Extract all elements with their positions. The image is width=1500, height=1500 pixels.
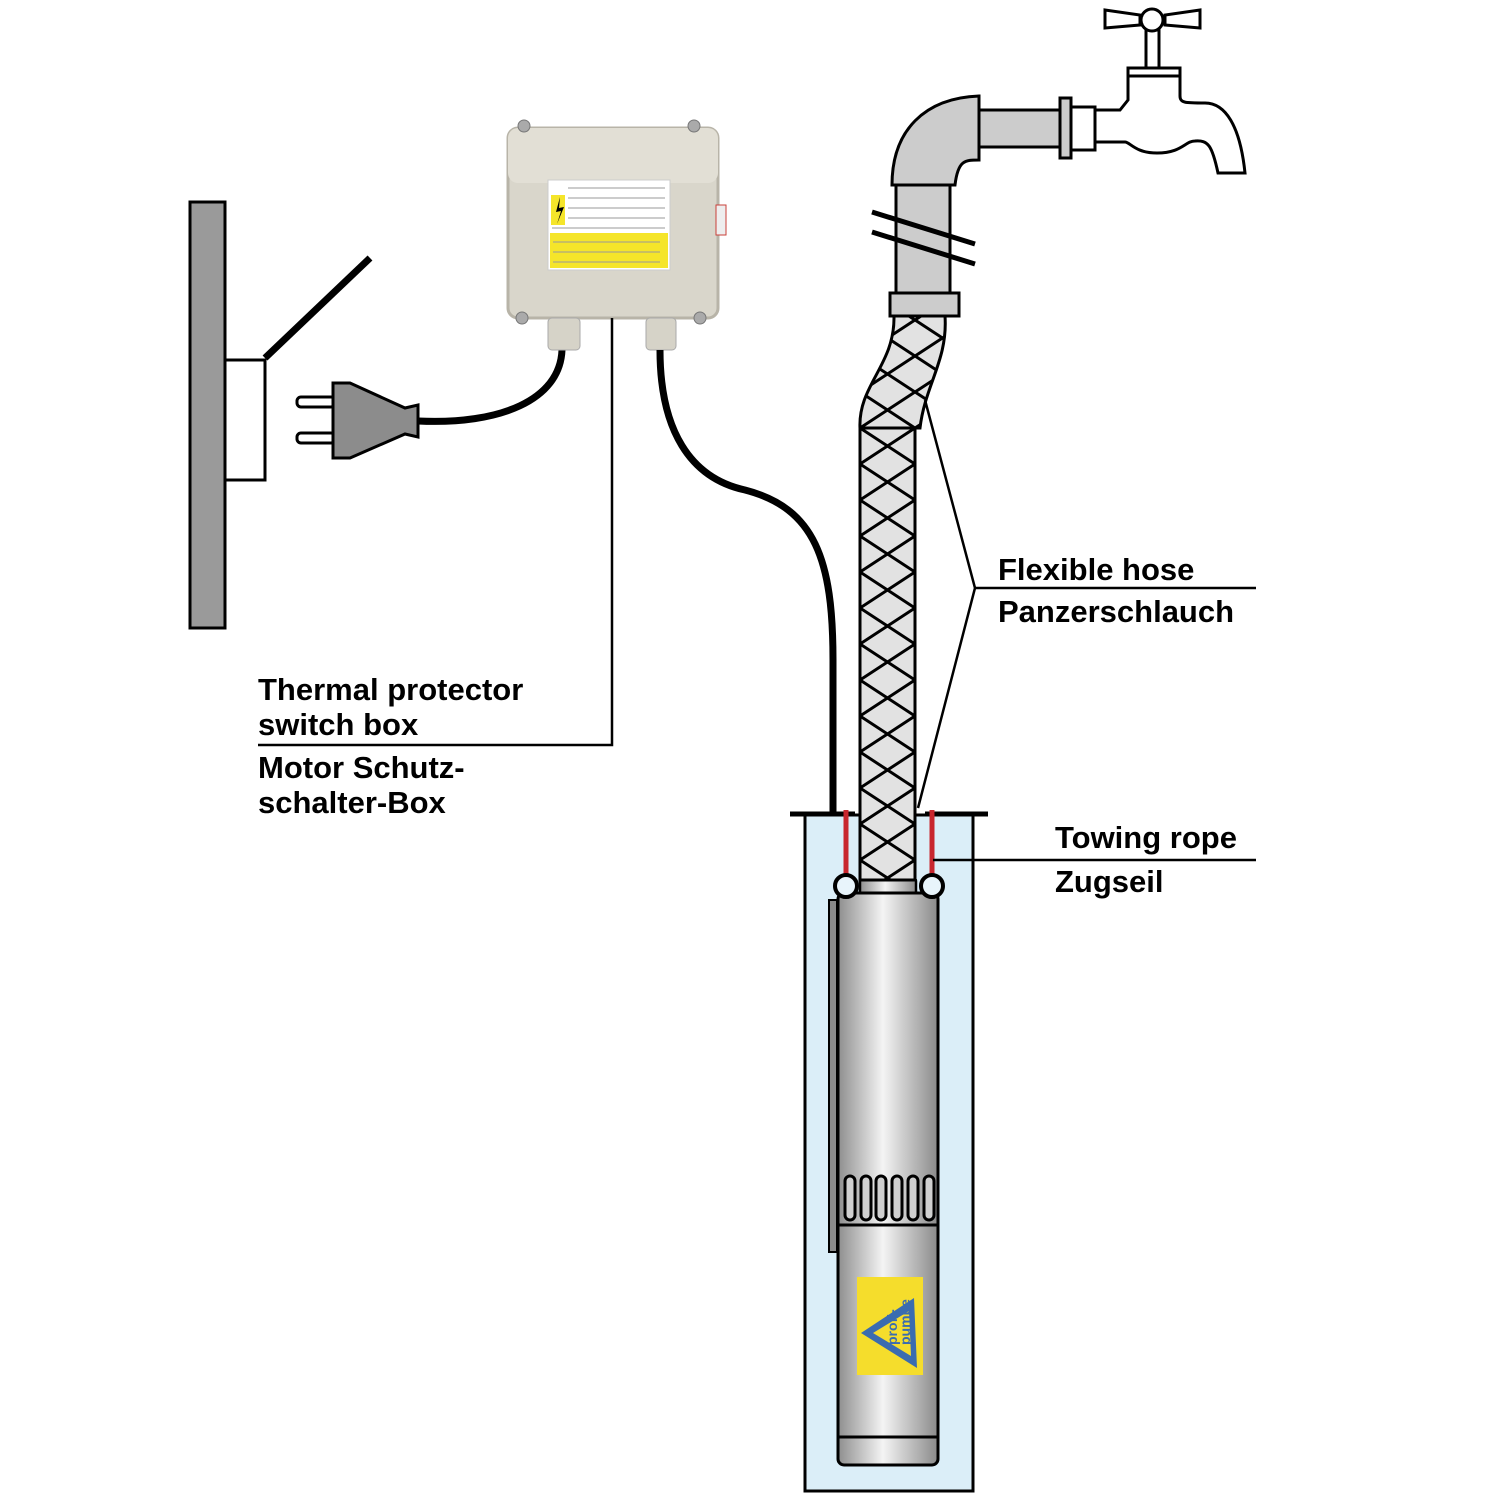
profi-pumpe-logo: profi- pumpe [857, 1277, 923, 1375]
socket-lid [262, 255, 373, 361]
switch-box-label-de-2: schalter-Box [258, 785, 447, 820]
switch-box-label-de-1: Motor Schutz- [258, 750, 465, 785]
rope-label-en: Towing rope [1055, 820, 1237, 855]
logo-text-1: profi- [884, 1309, 900, 1345]
rope-label-de: Zugseil [1055, 864, 1164, 899]
tap-handle[interactable] [1103, 8, 1202, 30]
flexible-hose [858, 314, 947, 882]
socket [223, 358, 267, 482]
plug-cable [417, 349, 566, 425]
switch-box [506, 119, 727, 351]
power-plug [295, 349, 566, 460]
wall [188, 200, 227, 630]
switch-box-callout-line [258, 318, 614, 747]
hose-label-de: Panzerschlauch [998, 594, 1234, 629]
pump-cable [656, 349, 837, 900]
lightning-icon [556, 197, 564, 224]
towing-rope [833, 810, 945, 899]
logo-text-2: pumpe [897, 1299, 913, 1345]
submersible-pump: profi- pumpe [836, 876, 940, 1467]
switch-box-label-en-1: Thermal protector [258, 672, 523, 707]
pump-cable-guard [828, 899, 838, 1253]
pipe-break-marks [871, 209, 976, 267]
hose-label-en: Flexible hose [998, 552, 1194, 587]
water-pipe [888, 94, 1097, 318]
switch-box-label-en-2: switch box [258, 707, 419, 742]
water-tap[interactable] [1093, 7, 1247, 175]
hose-callout-line [916, 399, 977, 809]
wall-socket [188, 200, 373, 630]
intake-slots [843, 1174, 936, 1222]
